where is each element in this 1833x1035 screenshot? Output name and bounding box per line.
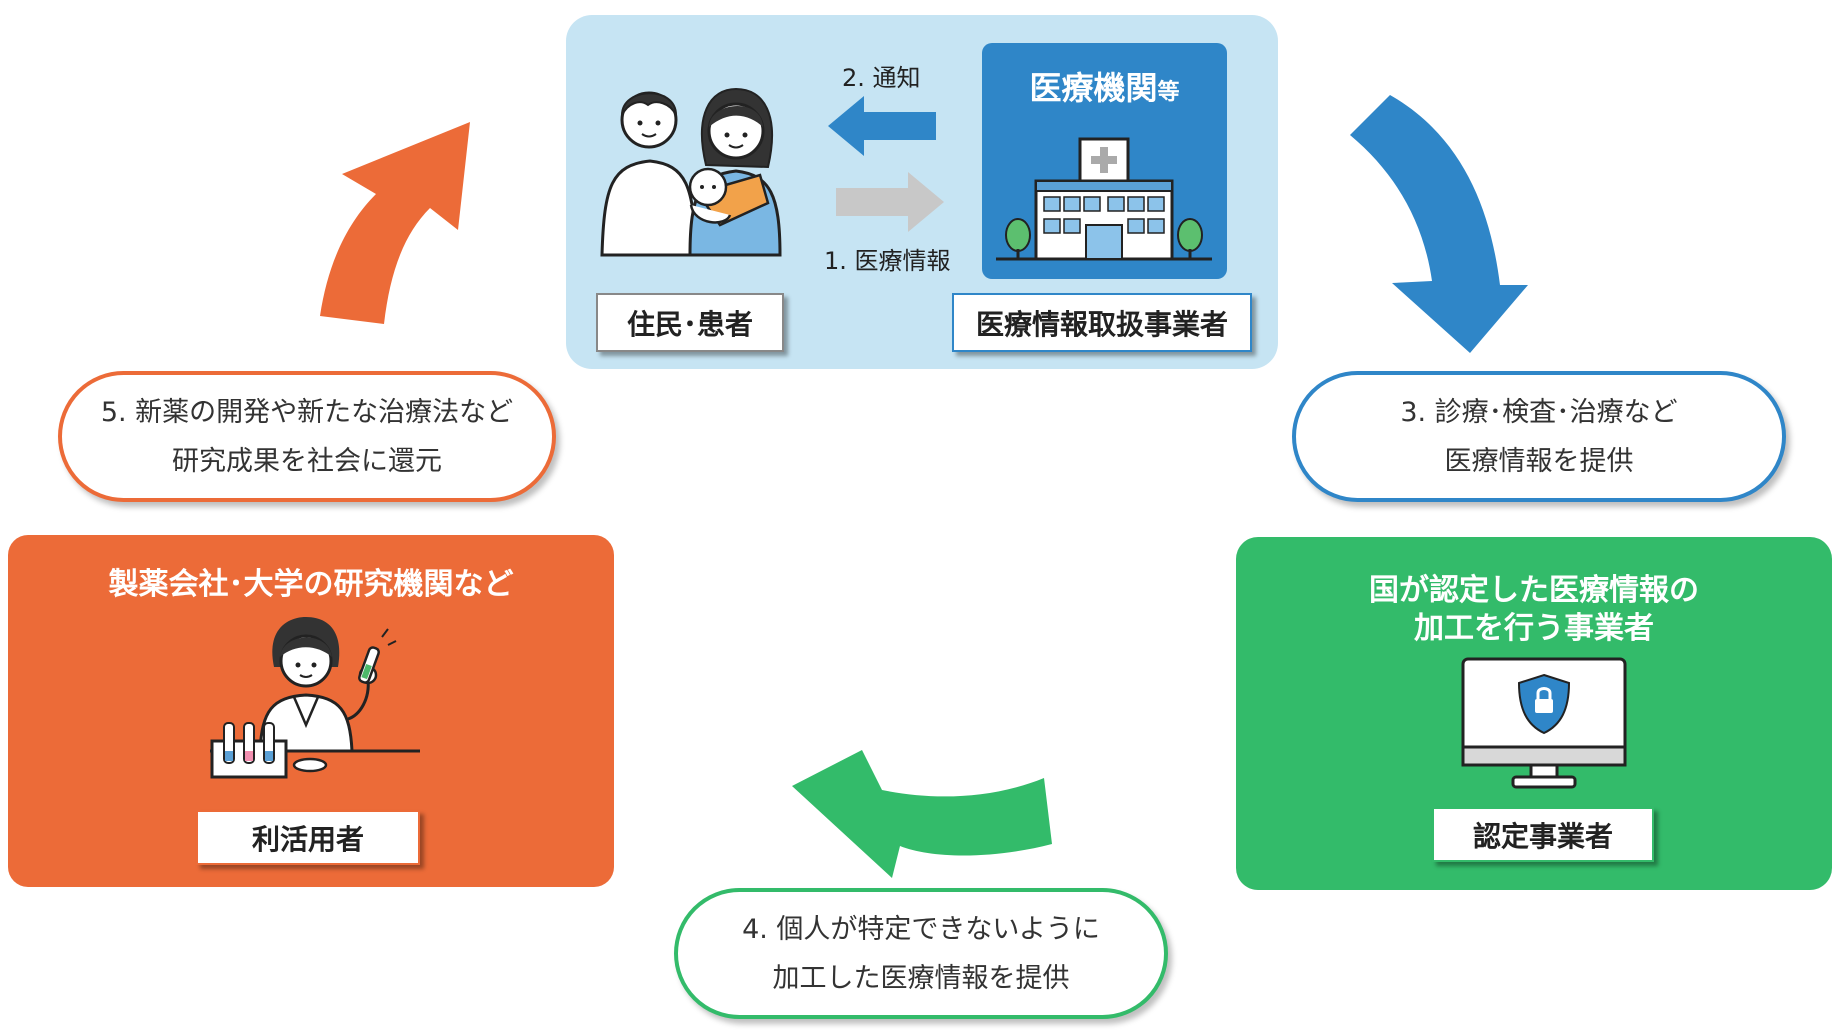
family-illustration xyxy=(600,87,782,257)
hospital-panel: 医療機関等 xyxy=(982,43,1227,279)
notify-label: 2. 通知 xyxy=(842,64,921,92)
medical-info-arrow-icon xyxy=(836,172,944,232)
certified-title-line2: 加工を行う事業者 xyxy=(1414,611,1654,646)
step5-pill: 5. 新薬の開発や新たな治療法など 研究成果を社会に還元 xyxy=(58,371,556,502)
step5-line1: 5. 新薬の開発や新たな治療法など xyxy=(100,396,514,428)
certified-operator-box: 認定事業者 xyxy=(1432,807,1654,862)
step3-line2: 医療情報を提供 xyxy=(1444,445,1634,477)
hospital-title-suffix: 等 xyxy=(1157,80,1180,105)
green-curved-arrow-icon xyxy=(792,750,1052,878)
resident-patient-box: 住民･患者 xyxy=(596,293,784,352)
medical-info-label: 1. 医療情報 xyxy=(824,247,951,275)
secure-monitor-icon xyxy=(1461,657,1627,789)
hospital-title: 医療機関 xyxy=(1029,69,1158,107)
medical-info-handler-box: 医療情報取扱事業者 xyxy=(952,293,1252,352)
step4-line1: 4. 個人が特定できないように xyxy=(742,913,1100,945)
data-user-box: 利活用者 xyxy=(196,810,420,865)
step5-line2: 研究成果を社会に還元 xyxy=(172,445,442,477)
notify-arrow-icon xyxy=(828,96,936,156)
orange-curved-arrow-icon xyxy=(320,122,470,324)
researcher-illustration xyxy=(210,617,420,779)
step3-pill: 3. 診療･検査･治療など 医療情報を提供 xyxy=(1292,371,1786,502)
research-title: 製薬会社･大学の研究機関など xyxy=(108,567,514,602)
hospital-building-icon xyxy=(996,137,1212,261)
step4-line2: 加工した医療情報を提供 xyxy=(772,962,1070,994)
step3-line1: 3. 診療･検査･治療など xyxy=(1400,396,1678,428)
step4-pill: 4. 個人が特定できないように 加工した医療情報を提供 xyxy=(674,888,1168,1019)
blue-curved-arrow-icon xyxy=(1350,95,1528,353)
certified-title-line1: 国が認定した医療情報の xyxy=(1369,573,1699,608)
hospital-title-wrap: 医療機関等 xyxy=(982,63,1227,109)
